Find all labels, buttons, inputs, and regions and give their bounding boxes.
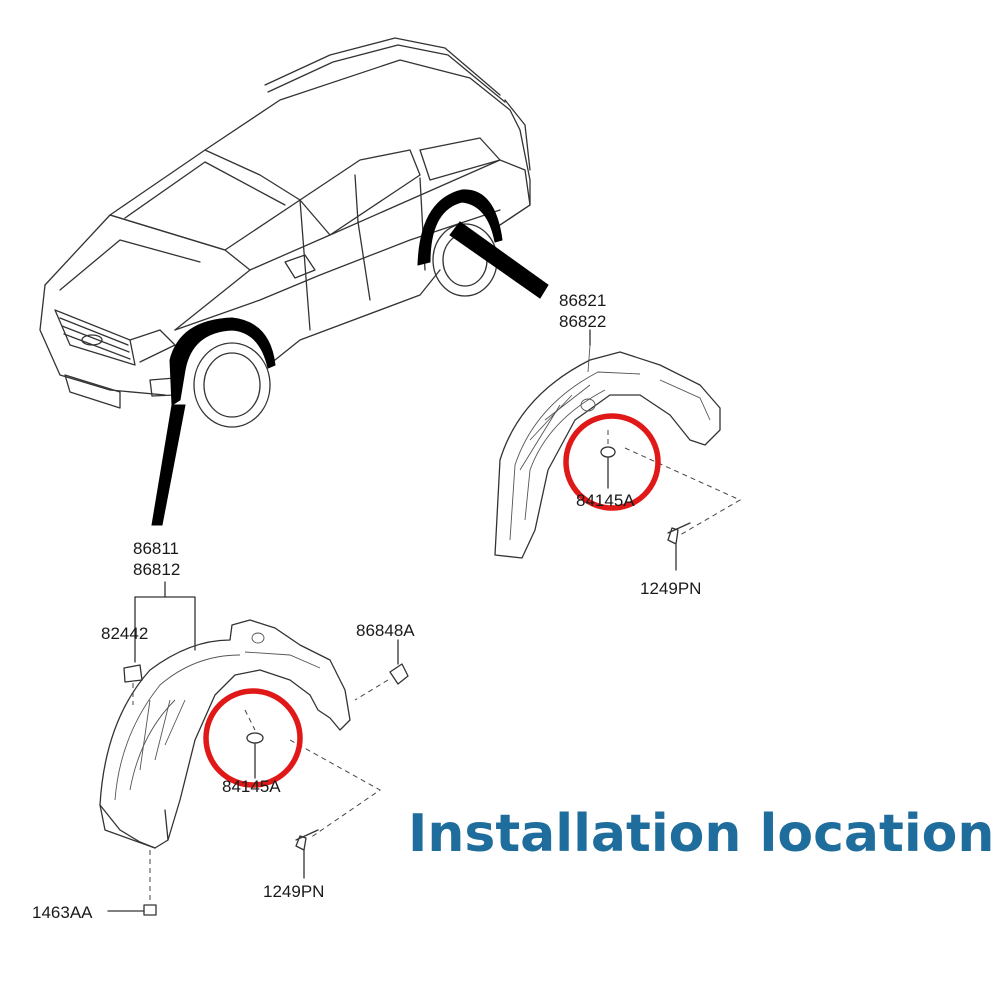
front-highlight-circle bbox=[203, 688, 303, 788]
rear-wheel-guard bbox=[494, 329, 742, 571]
installation-location-title: Installation location bbox=[408, 804, 995, 864]
front-wheel-guard bbox=[99, 581, 409, 916]
part-label-84145a-front: 84145A bbox=[222, 777, 281, 796]
part-label-1463aa: 1463AA bbox=[32, 903, 93, 922]
part-label-84145a-rear: 84145A bbox=[576, 491, 635, 510]
part-label-86811: 86811 bbox=[133, 539, 180, 558]
part-label-86821: 86821 bbox=[559, 291, 607, 310]
part-label-82442: 82442 bbox=[101, 624, 149, 643]
rear-highlight-circle bbox=[563, 413, 661, 511]
part-label-86822: 86822 bbox=[559, 312, 607, 331]
car-illustration bbox=[39, 37, 549, 526]
part-label-1249pn-front: 1249PN bbox=[263, 882, 325, 901]
part-label-86812: 86812 bbox=[133, 560, 181, 579]
part-label-1249pn-rear: 1249PN bbox=[640, 579, 702, 598]
part-label-86848a: 86848A bbox=[356, 621, 415, 640]
